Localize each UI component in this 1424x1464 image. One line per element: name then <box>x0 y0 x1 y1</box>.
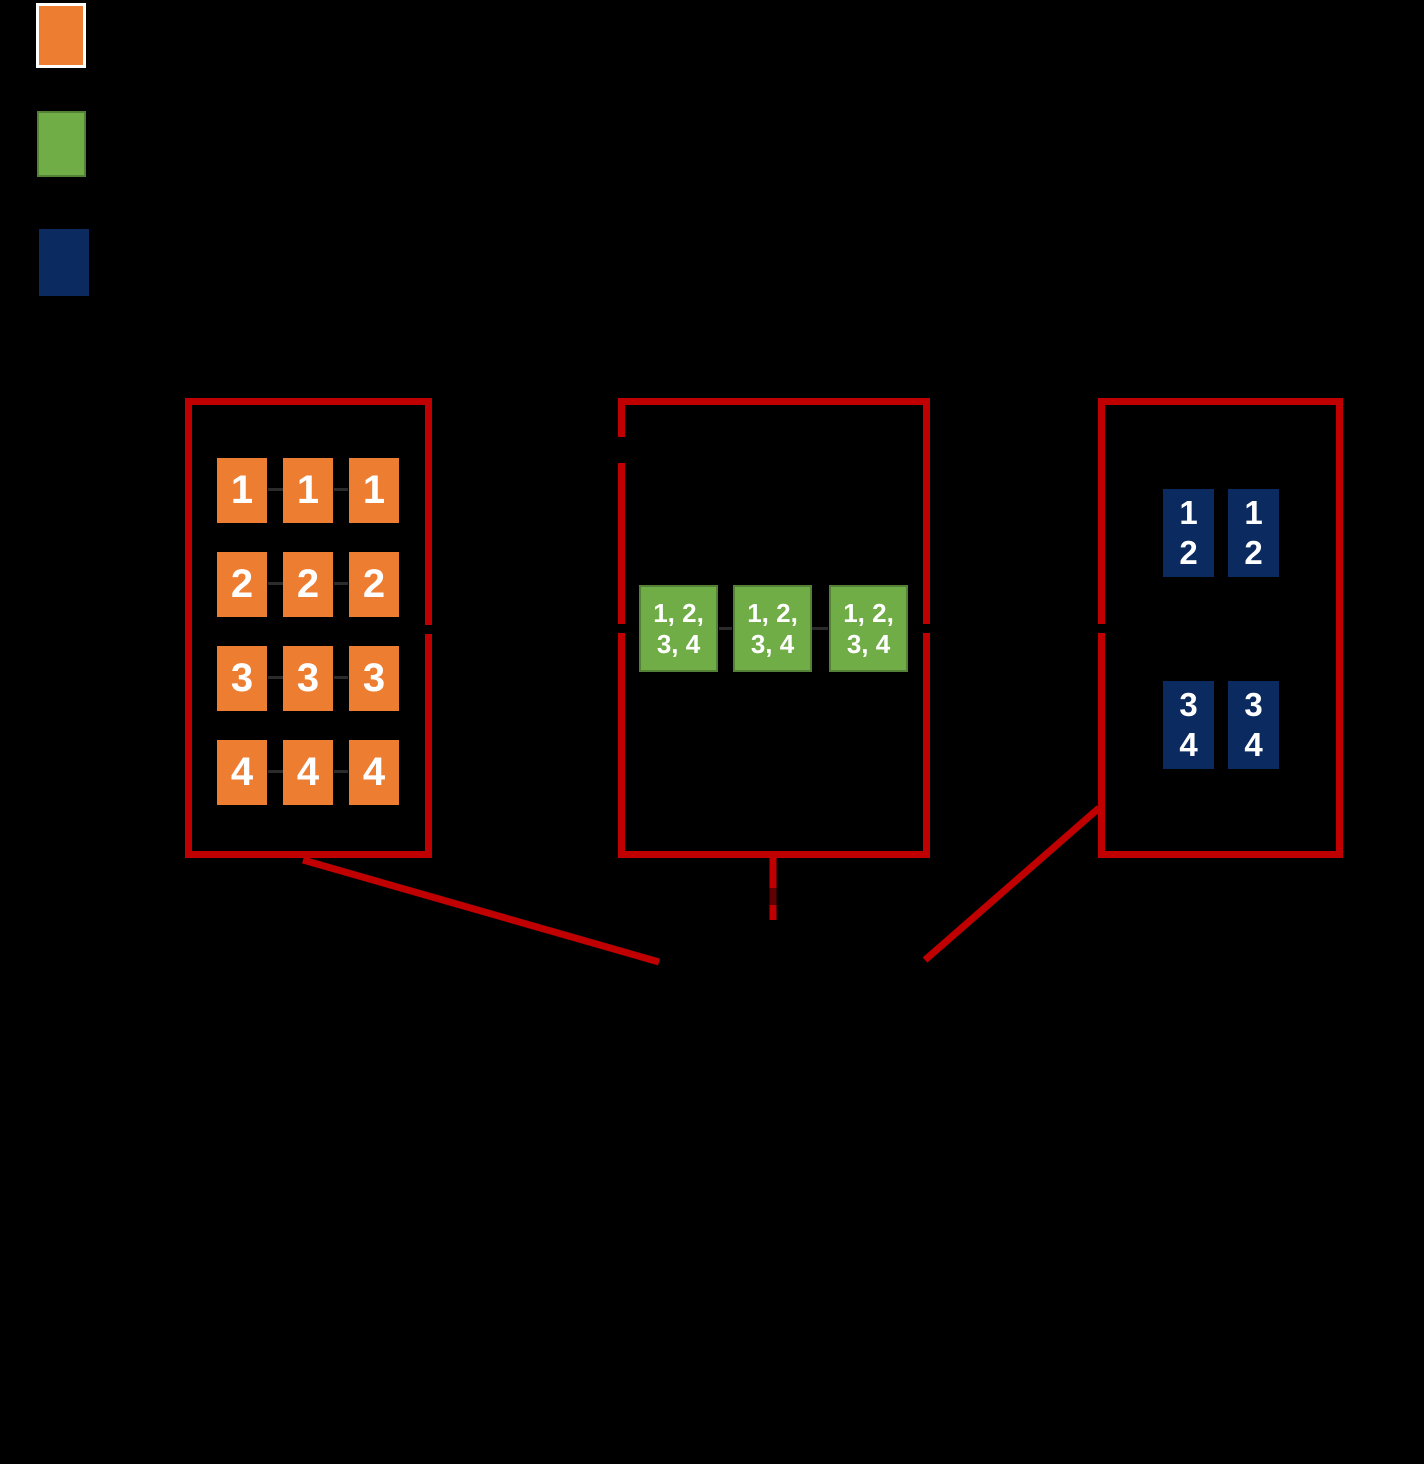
cell-label: 3, 4 <box>846 628 891 659</box>
cell-label: 4 <box>230 750 254 794</box>
cell-label: 3 <box>230 656 254 700</box>
cell-label: 3 <box>1244 686 1263 723</box>
cell-label: 1 <box>1244 494 1263 531</box>
cell-label: 2 <box>1179 534 1198 571</box>
cell-label: 2 <box>296 562 320 606</box>
cell-label: 2 <box>1244 534 1263 571</box>
orange-cell: 3 <box>217 646 267 711</box>
orange-cell: 4 <box>349 740 399 805</box>
orange-cell: 1 <box>217 458 267 523</box>
legend-swatch-green <box>37 111 86 177</box>
orange-cell: 3 <box>283 646 333 711</box>
cell-label: 1 <box>362 468 386 512</box>
connector-line-left <box>302 856 660 966</box>
orange-cell: 1 <box>349 458 399 523</box>
cell-label: 1 <box>1179 494 1198 531</box>
cell-label: 4 <box>362 750 386 794</box>
right-red-box <box>1098 398 1343 858</box>
navy-cell: 1 2 <box>1163 489 1214 577</box>
cell-label: 4 <box>296 750 320 794</box>
cell-label: 3 <box>1179 686 1198 723</box>
cell-label: 2 <box>230 562 254 606</box>
cell-label: 4 <box>1179 726 1198 763</box>
orange-cell: 1 <box>283 458 333 523</box>
cell-label: 3 <box>296 656 320 700</box>
green-cell: 1, 2, 3, 4 <box>733 585 812 672</box>
legend-swatch-orange <box>36 3 86 68</box>
cell-label: 1, 2, <box>747 597 798 628</box>
orange-cell: 4 <box>217 740 267 805</box>
cell-label: 4 <box>1244 726 1263 763</box>
orange-cell: 2 <box>283 552 333 617</box>
cell-label: 1 <box>230 468 254 512</box>
green-cell: 1, 2, 3, 4 <box>829 585 908 672</box>
border-notch <box>432 627 438 631</box>
connector-line-right <box>922 805 1102 963</box>
cell-label: 2 <box>362 562 386 606</box>
orange-cell: 2 <box>349 552 399 617</box>
green-cell: 1, 2, 3, 4 <box>639 585 718 672</box>
cell-label: 3, 4 <box>750 628 795 659</box>
navy-cell: 3 4 <box>1228 681 1279 769</box>
cell-label: 1 <box>296 468 320 512</box>
legend-swatch-navy <box>39 229 89 296</box>
cell-label: 1, 2, <box>843 597 894 628</box>
navy-cell: 3 4 <box>1163 681 1214 769</box>
cell-label: 3, 4 <box>656 628 701 659</box>
line-notch <box>768 888 778 905</box>
cell-label: 1, 2, <box>653 597 704 628</box>
cell-label: 3 <box>362 656 386 700</box>
orange-cell: 2 <box>217 552 267 617</box>
orange-cell: 4 <box>283 740 333 805</box>
navy-cell: 1 2 <box>1228 489 1279 577</box>
orange-cell: 3 <box>349 646 399 711</box>
